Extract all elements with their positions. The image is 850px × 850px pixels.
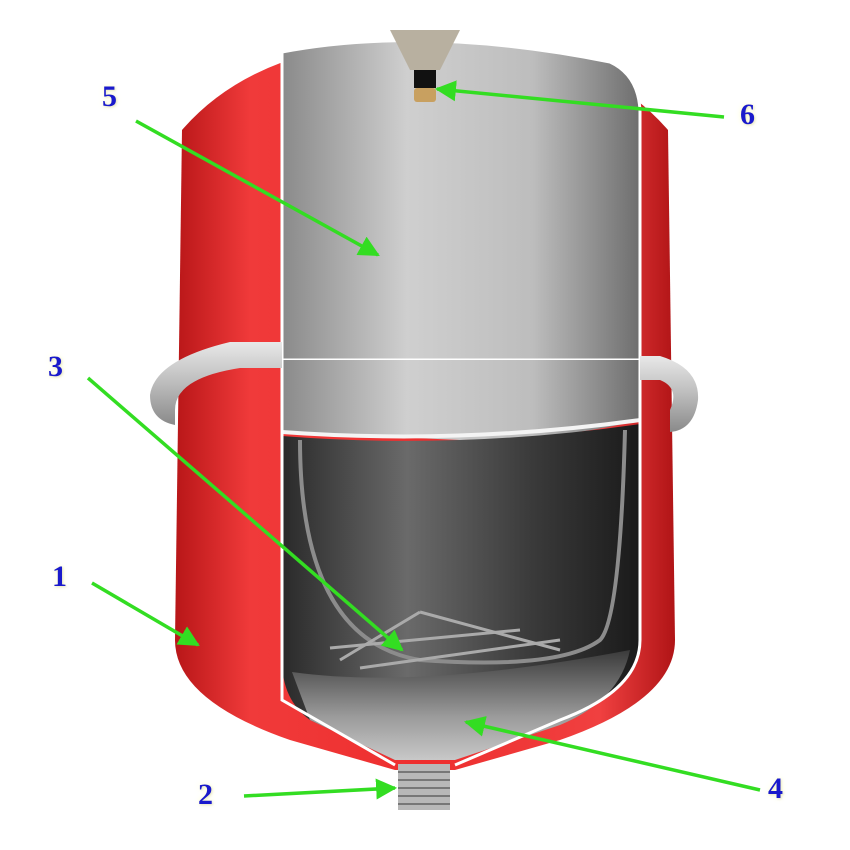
arrow-2 <box>243 778 398 800</box>
arrow-3 <box>86 376 404 652</box>
threaded-outlet <box>398 764 450 810</box>
label-4-water-chamber: 4 <box>768 772 783 805</box>
label-1-shell: 1 <box>52 560 67 593</box>
left-flange <box>150 342 282 425</box>
perforated-disc <box>329 610 561 670</box>
arrow-1 <box>91 581 200 647</box>
label-6-valve: 6 <box>740 98 755 131</box>
water-chamber <box>292 650 630 760</box>
label-3-disc: 3 <box>48 350 63 383</box>
gas-chamber <box>280 39 642 362</box>
air-valve <box>390 30 460 102</box>
right-flange <box>640 356 699 432</box>
label-2-outlet: 2 <box>198 778 213 811</box>
arrow-5 <box>135 119 380 257</box>
label-5-gas-chamber: 5 <box>102 80 117 113</box>
arrow-6 <box>434 80 725 119</box>
callout-arrows <box>86 80 761 800</box>
arrow-4 <box>463 716 761 792</box>
